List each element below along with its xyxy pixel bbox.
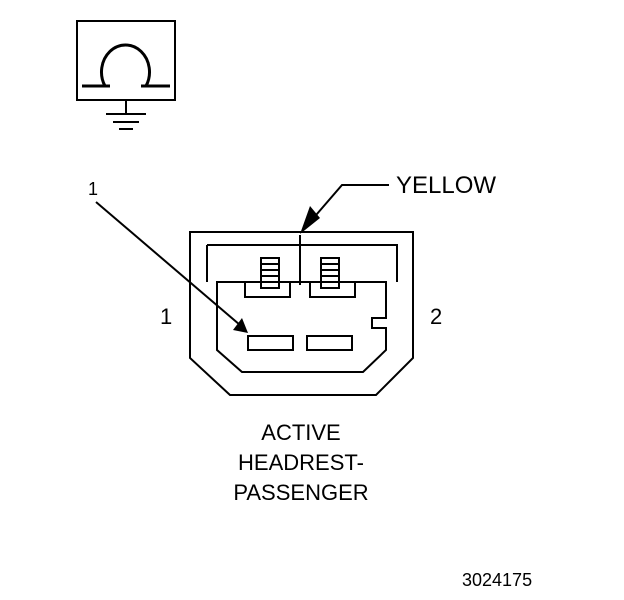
color-leader-line	[300, 184, 389, 234]
pin-label-1: 1	[160, 304, 172, 329]
figure-id: 3024175	[462, 570, 532, 590]
terminal-cavity-2	[306, 335, 353, 351]
ground-ohm-icon	[76, 20, 176, 130]
connector-name-line-1: ACTIVE	[261, 420, 340, 445]
item-leader-arrow	[95, 201, 248, 333]
latch-spring-left	[260, 257, 280, 289]
pin-label-2: 2	[430, 304, 442, 329]
connector-housing	[189, 231, 414, 396]
connector-name-line-3: PASSENGER	[233, 480, 368, 505]
terminal-cavity-1	[247, 335, 294, 351]
color-label: YELLOW	[396, 172, 496, 199]
latch-spring-right	[320, 257, 340, 289]
connector-name-line-2: HEADREST-	[238, 450, 364, 475]
item-number-label: 1	[88, 179, 98, 199]
